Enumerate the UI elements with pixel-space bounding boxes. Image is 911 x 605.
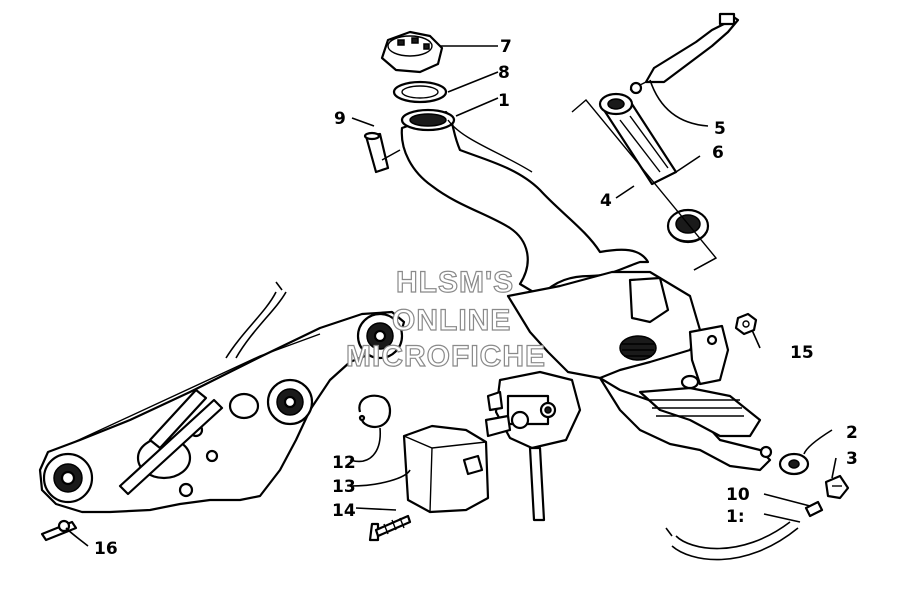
watermark-line-2: ONLINE — [392, 304, 511, 337]
washer — [778, 452, 810, 476]
callout-15: 15 — [790, 343, 814, 363]
callout-13: 13 — [332, 477, 356, 497]
dipstick-assembly — [598, 92, 678, 186]
callout-12: 12 — [332, 453, 356, 473]
screw — [368, 514, 412, 542]
cap-gasket — [392, 80, 448, 104]
hose-clip — [363, 131, 401, 174]
dipstick-group-bracket-lower — [693, 257, 717, 271]
callout-2: 2 — [846, 423, 858, 443]
drain-plug — [824, 474, 850, 500]
bolt — [804, 500, 824, 518]
level-sensor-wire — [629, 12, 740, 95]
oil-tank — [400, 108, 650, 298]
watermark: HLSM'S ONLINE MICROFICHE — [345, 265, 546, 373]
callout-7: 7 — [500, 37, 512, 57]
snap-ring — [358, 394, 392, 429]
callout-8: 8 — [498, 63, 510, 83]
nut — [734, 312, 758, 336]
watermark-line-1: HLSM'S — [396, 266, 514, 299]
callouts: 1 2 3 4 5 6 7 8 9 10 1: 12 13 14 15 16 — [94, 37, 858, 559]
callout-3: 3 — [846, 449, 858, 469]
leader-lines — [65, 45, 837, 547]
oil-pump — [484, 370, 582, 522]
breather-hose-outer — [225, 291, 277, 359]
return-hose — [665, 521, 799, 561]
breather-hose-end — [275, 281, 283, 291]
callout-1: 1 — [498, 91, 510, 111]
breather-hose — [235, 291, 287, 359]
pin — [40, 519, 78, 542]
watermark-line-3: MICROFICHE — [346, 340, 546, 373]
callout-4: 4 — [600, 191, 612, 211]
callout-10: 10 — [726, 485, 750, 505]
chain-case-plate — [38, 310, 406, 514]
callout-5: 5 — [714, 119, 726, 139]
callout-16: 16 — [94, 539, 118, 559]
callout-11: 1: — [726, 507, 745, 527]
sight-grommet — [666, 208, 710, 244]
callout-14: 14 — [332, 501, 356, 521]
gas-cap — [380, 30, 444, 74]
callout-6: 6 — [712, 143, 724, 163]
tank-body — [506, 270, 773, 472]
pump-cover — [402, 424, 490, 514]
callout-9: 9 — [334, 109, 346, 129]
